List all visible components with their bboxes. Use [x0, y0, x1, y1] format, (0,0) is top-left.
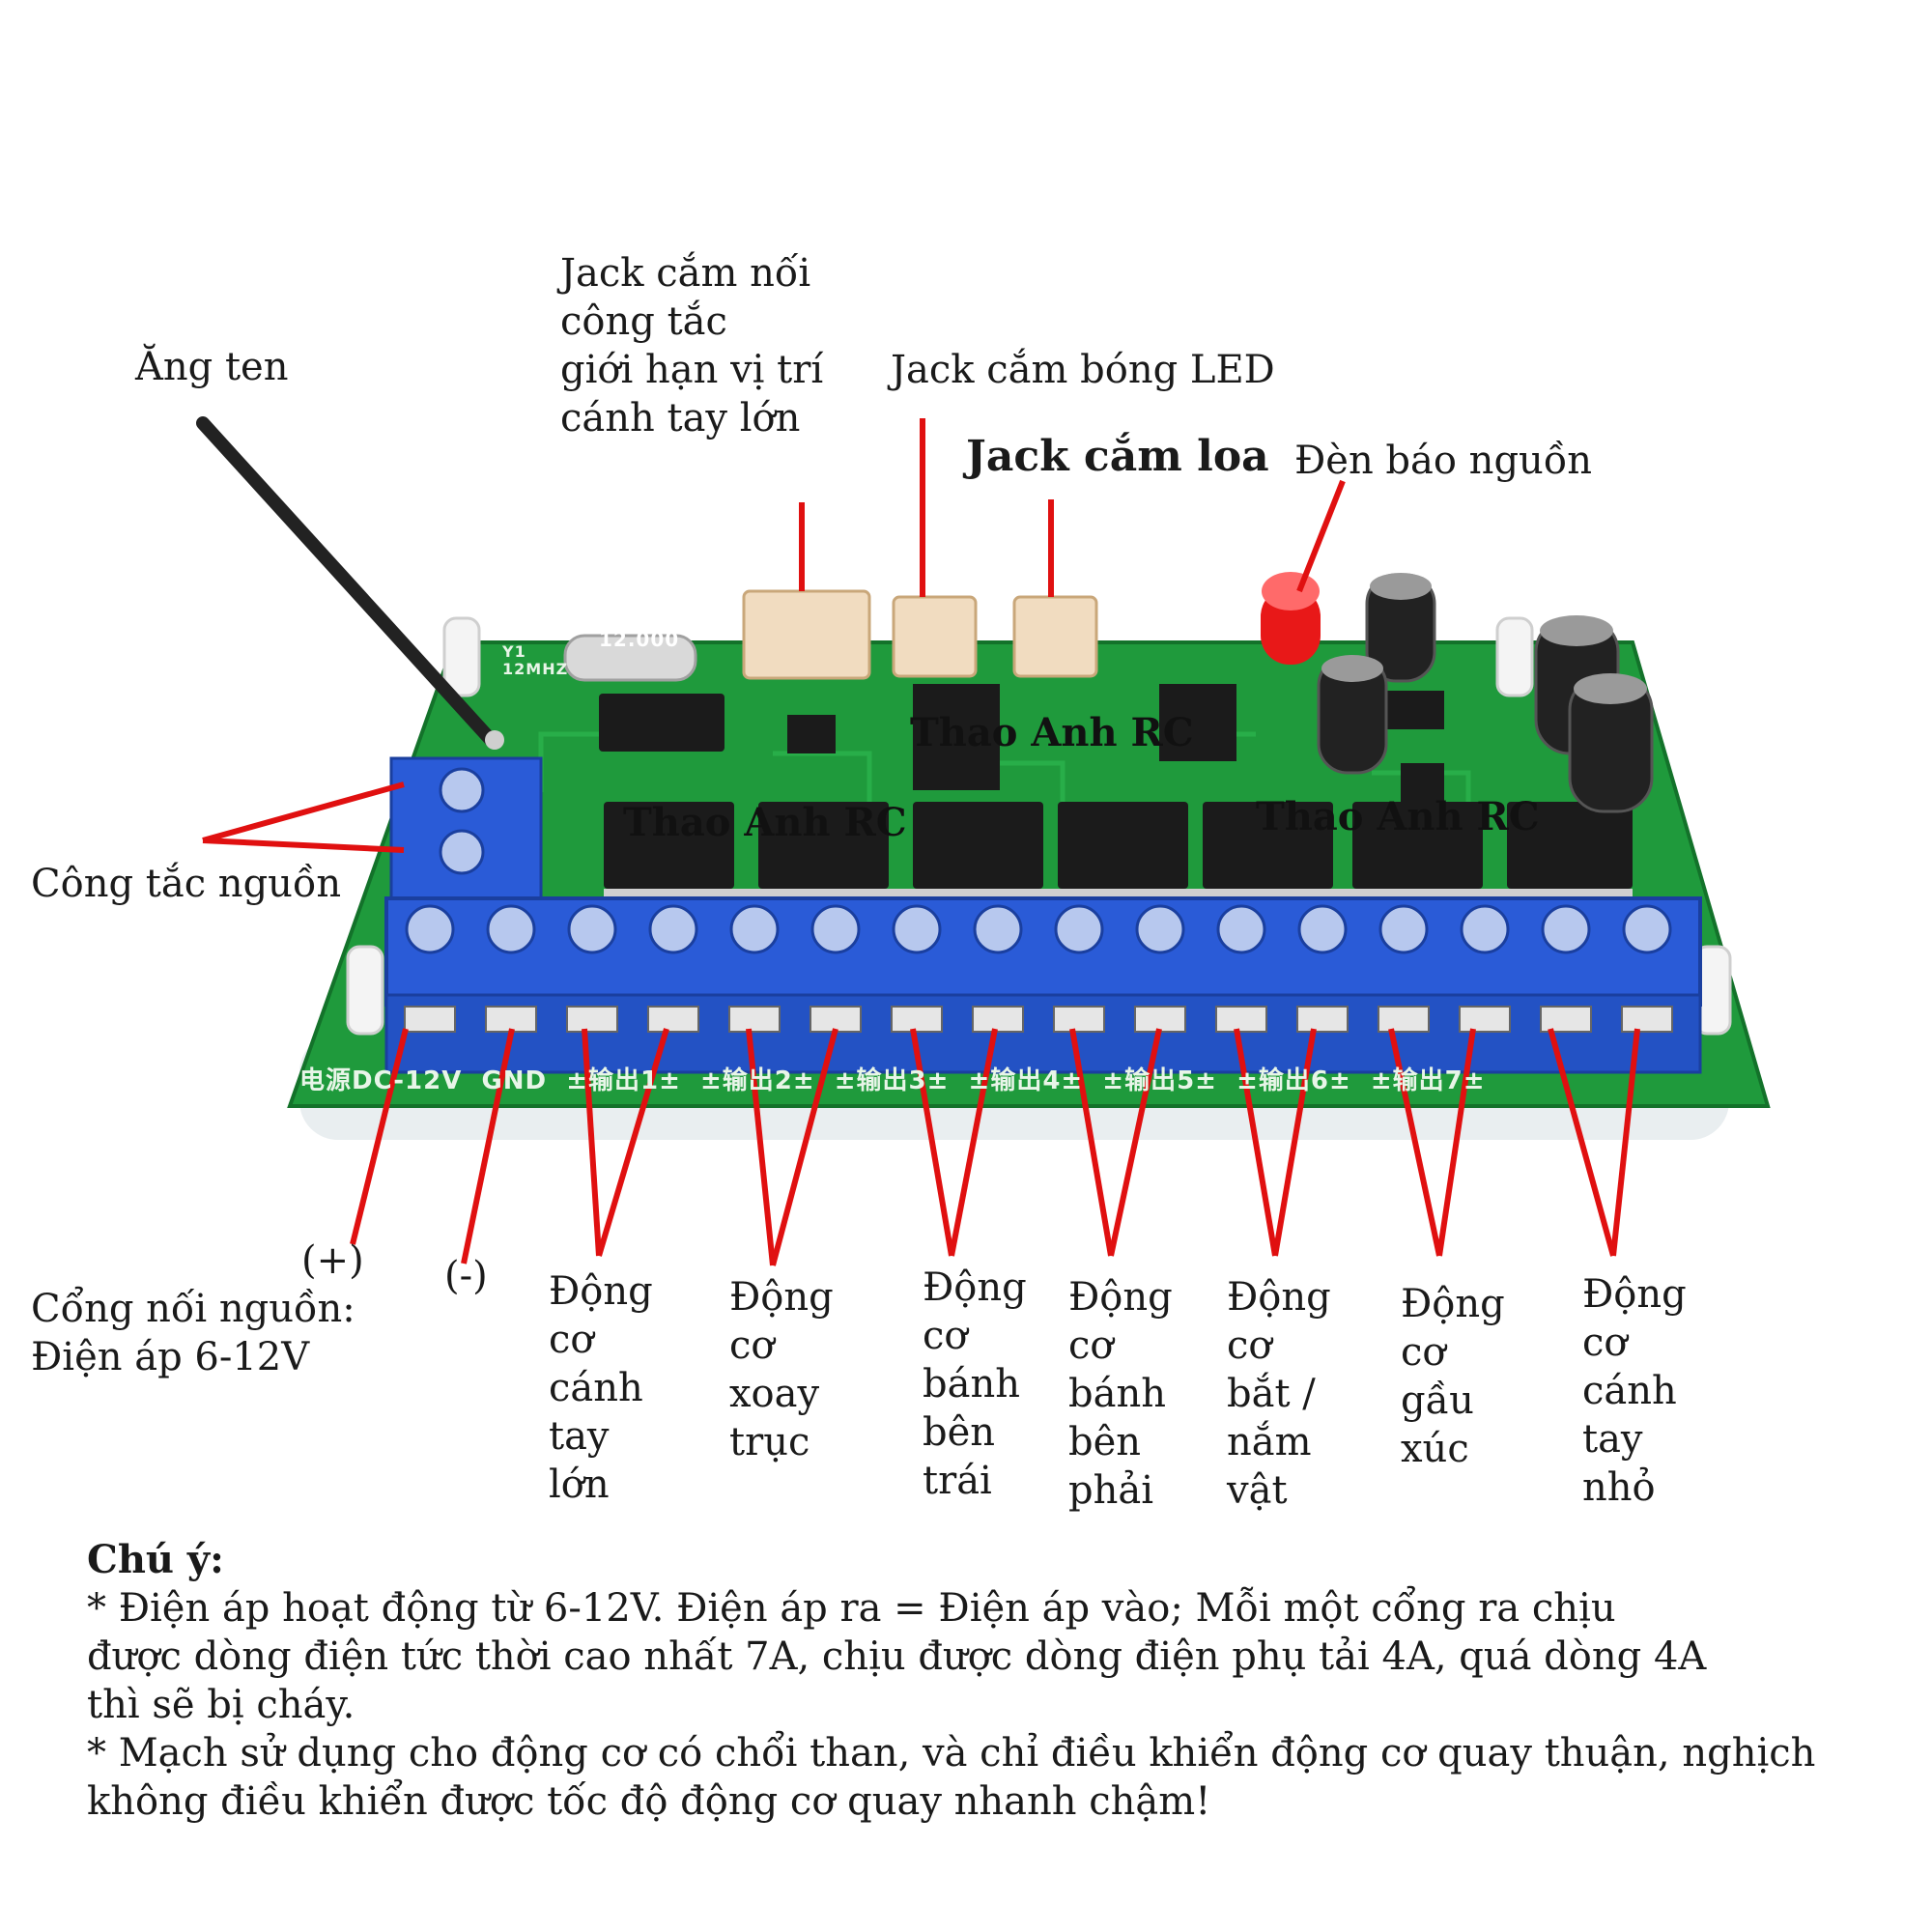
- label-speaker-jack: Jack cắm loa: [966, 432, 1269, 481]
- label-minus: (-): [444, 1254, 488, 1298]
- label-power-switch: Công tắc nguồn: [31, 862, 342, 906]
- terminal-screw: [1054, 904, 1104, 954]
- terminal-opening: [647, 1006, 699, 1033]
- terminal-opening: [1134, 1006, 1186, 1033]
- terminal-screw: [486, 904, 536, 954]
- watermark-1: Thao Anh RC: [910, 710, 1194, 755]
- note-block: Chú ý: * Điện áp hoạt động từ 6-12V. Điệ…: [87, 1536, 1903, 1826]
- watermark-3: Thao Anh RC: [1256, 794, 1540, 839]
- terminal-screw: [567, 904, 617, 954]
- capacitors: [1317, 573, 1654, 813]
- label-plus: (+): [301, 1238, 364, 1283]
- terminal-screw: [648, 904, 698, 954]
- label-limit-jack: Jack cắm nối công tắc giới hạn vị trí cá…: [560, 251, 824, 440]
- label-motor-left-wheel: Động cơ bánh bên trái: [923, 1265, 1027, 1503]
- pointer-lines: [202, 418, 1640, 1266]
- power-led: [1261, 572, 1321, 665]
- terminal-screw: [729, 904, 780, 954]
- terminal-opening: [1540, 1006, 1592, 1033]
- ic-chips: [599, 684, 1444, 802]
- standoffs: [346, 616, 1732, 1036]
- terminal-opening: [404, 1006, 456, 1033]
- watermark-2: Thao Anh RC: [623, 800, 907, 845]
- terminal-opening: [566, 1006, 618, 1033]
- note-title: Chú ý:: [87, 1537, 224, 1582]
- crystal-ref: Y1 12MHZ: [502, 642, 569, 678]
- terminal-opening: [1053, 1006, 1105, 1033]
- terminal-screw: [1297, 904, 1348, 954]
- terminal-opening: [1459, 1006, 1511, 1033]
- label-motor-small-arm: Động cơ cánh tay nhỏ: [1582, 1272, 1687, 1510]
- terminal-opening: [1215, 1006, 1267, 1033]
- label-motor-right-wheel: Động cơ bánh bên phải: [1068, 1275, 1173, 1513]
- terminal-screw: [1541, 904, 1591, 954]
- label-antenna: Ăng ten: [135, 345, 289, 389]
- jst-connectors: [742, 589, 1098, 680]
- terminal-screw: [1460, 904, 1510, 954]
- label-motor-grip: Động cơ bắt / nắm vật: [1227, 1275, 1331, 1513]
- terminal-opening: [810, 1006, 862, 1033]
- capacitor-tops: [1321, 573, 1647, 704]
- label-power-port: Cổng nối nguồn: Điện áp 6-12V: [31, 1287, 355, 1379]
- label-power-led: Đèn báo nguồn: [1294, 439, 1593, 483]
- terminal-screws: [404, 904, 1673, 1033]
- terminal-opening: [972, 1006, 1024, 1033]
- terminal-opening: [1296, 1006, 1349, 1033]
- driver-chips: [604, 802, 1633, 889]
- terminal-screw: [1216, 904, 1266, 954]
- terminal-opening: [485, 1006, 537, 1033]
- terminal-screw: [1378, 904, 1429, 954]
- crystal-marking: 12.000: [599, 628, 680, 651]
- board-silkscreen-bottom: 电源DC-12V GND ±输出1± ±输出2± ±输出3± ±输出4± ±输出…: [299, 1066, 1486, 1095]
- label-motor-bucket: Động cơ gầu xúc: [1401, 1282, 1505, 1471]
- label-motor-big-arm: Động cơ cánh tay lớn: [549, 1269, 653, 1507]
- crystal: [563, 634, 697, 682]
- terminal-opening: [891, 1006, 943, 1033]
- note-line-1: * Điện áp hoạt động từ 6-12V. Điện áp ra…: [87, 1586, 1707, 1727]
- terminal-screw: [810, 904, 861, 954]
- terminal-screw: [405, 904, 455, 954]
- terminal-opening: [728, 1006, 781, 1033]
- terminal-opening: [1621, 1006, 1673, 1033]
- terminal-screw: [892, 904, 942, 954]
- antenna-wire: [196, 416, 499, 749]
- terminal-screw: [1135, 904, 1185, 954]
- note-line-2: * Mạch sử dụng cho động cơ có chổi than,…: [87, 1731, 1816, 1824]
- label-motor-rotate: Động cơ xoay trục: [729, 1275, 834, 1464]
- terminal-screw: [973, 904, 1023, 954]
- label-led-jack: Jack cắm bóng LED: [891, 348, 1275, 392]
- terminal-screw: [1622, 904, 1672, 954]
- terminal-opening: [1378, 1006, 1430, 1033]
